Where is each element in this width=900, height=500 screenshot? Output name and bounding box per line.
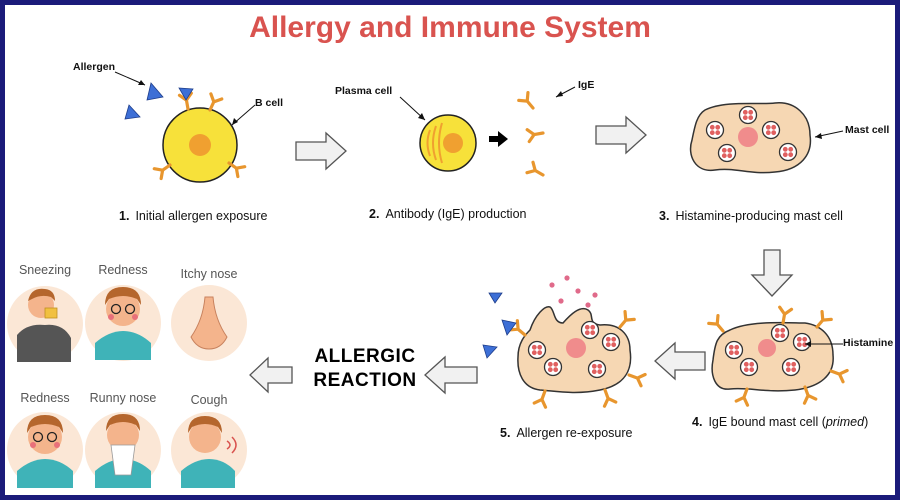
primed-mast-cell <box>707 305 849 407</box>
histamine-label: Histamine <box>843 337 894 349</box>
ige-antibodies <box>517 86 576 182</box>
symptom-runny-nose-illustration <box>85 412 161 488</box>
allergen-label: Allergen <box>73 61 116 73</box>
symptom-label-redness-2: Redness <box>20 391 70 405</box>
arrow-2-to-3 <box>595 116 647 154</box>
symptom-label-runny-nose: Runny nose <box>89 391 157 405</box>
mast-cell-label: Mast cell <box>845 124 890 136</box>
mast-cell <box>689 102 844 174</box>
arrow-1-to-2 <box>295 132 347 170</box>
b-cell-label: B cell <box>255 97 284 109</box>
step-4-caption: 4.IgE bound mast cell (primed) <box>692 415 869 429</box>
ige-label: IgE <box>578 79 595 91</box>
symptom-redness-2-illustration <box>7 412 83 488</box>
symptom-redness-illustration <box>85 285 161 361</box>
arrow-5-to-reaction <box>424 355 478 395</box>
symptom-sneezing-illustration <box>7 286 83 362</box>
symptom-label-itchy-nose: Itchy nose <box>180 267 238 281</box>
allergic-reaction-heading: ALLERGIC REACTION <box>313 346 417 391</box>
plasma-cell <box>399 96 477 172</box>
arrow-4-to-5 <box>654 341 706 381</box>
arrow-3-to-4 <box>750 249 794 297</box>
allergen-triangles-1 <box>114 71 256 126</box>
step-5-caption: 5.Allergen re-exposure <box>500 426 633 440</box>
plasma-cell-label: Plasma cell <box>335 85 393 97</box>
step-3-caption: 3.Histamine-producing mast cell <box>659 209 843 223</box>
step-1-caption: 1.Initial allergen exposure <box>119 209 268 223</box>
symptom-label-redness: Redness <box>98 263 148 277</box>
b-cell <box>152 91 247 183</box>
symptom-label-sneezing: Sneezing <box>18 263 72 277</box>
diagram-artwork <box>7 71 849 488</box>
symptom-label-cough: Cough <box>190 393 228 407</box>
diagram-title: Allergy and Immune System <box>249 11 651 44</box>
arrow-reaction-to-symptoms <box>249 356 293 394</box>
diagram-frame: Allergy and Immune System <box>5 5 895 495</box>
symptom-cough-illustration <box>171 412 247 488</box>
degranulating-mast-cell <box>482 275 647 409</box>
small-arrow-2 <box>489 131 508 147</box>
symptom-itchy-nose-illustration <box>171 285 247 361</box>
step-2-caption: 2.Antibody (IgE) production <box>369 207 527 221</box>
